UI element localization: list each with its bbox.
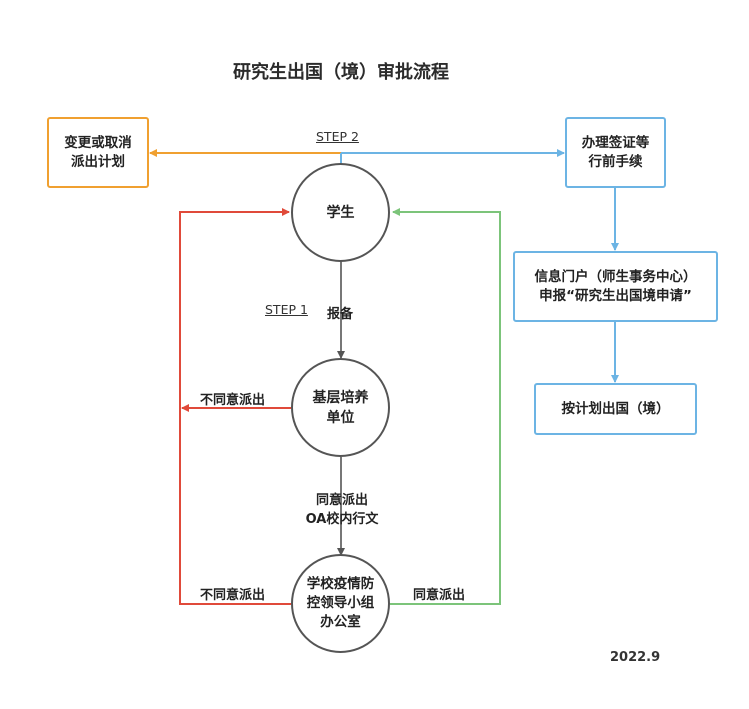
- node-training-unit: 基层培养 单位: [291, 358, 390, 457]
- node-visa-procedures: 办理签证等 行前手续: [565, 117, 666, 188]
- node-info-portal: 信息门户（师生事务中心） 申报“研究生出国境申请”: [513, 251, 718, 322]
- label-step1: STEP 1: [265, 302, 308, 317]
- edge-office-disagree-loop: [179, 208, 291, 605]
- label-agree-oa: 同意派出 OA校内行文: [305, 493, 379, 527]
- label-office-disagree: 不同意派出: [200, 588, 266, 603]
- node-depart-abroad: 按计划出国（境）: [534, 383, 697, 435]
- label-report: 报备: [327, 307, 354, 322]
- node-epidemic-office: 学校疫情防 控领导小组 办公室: [291, 554, 390, 653]
- diagram-title: 研究生出国（境）审批流程: [233, 62, 449, 83]
- edge-office-agree-loop: [390, 208, 501, 605]
- label-unit-disagree: 不同意派出: [200, 393, 266, 408]
- footer-date: 2022.9: [610, 650, 661, 665]
- node-cancel-plan: 变更或取消 派出计划: [47, 117, 149, 188]
- label-office-agree: 同意派出: [413, 588, 466, 603]
- label-step2: STEP 2: [316, 129, 359, 144]
- node-student: 学生: [291, 163, 390, 262]
